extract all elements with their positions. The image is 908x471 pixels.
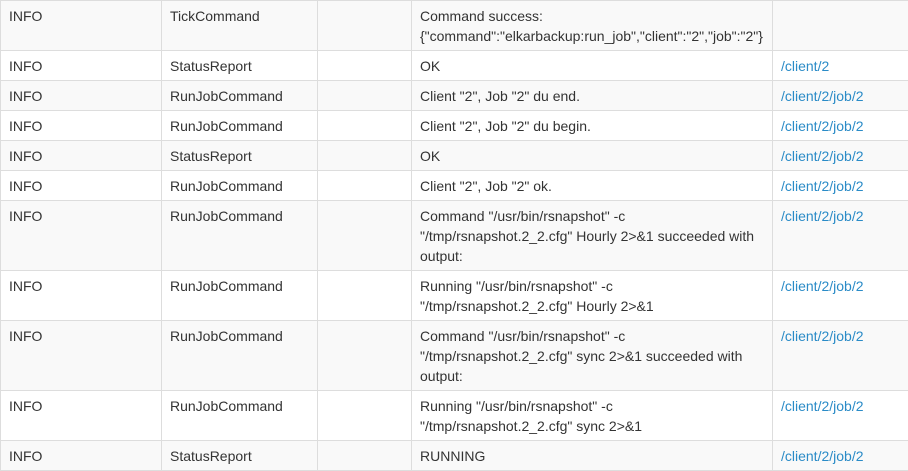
log-extra-cell <box>318 391 412 441</box>
log-level-cell: INFO <box>1 141 162 171</box>
log-message-line: "/tmp/rsnapshot.2_2.cfg" sync 2>&1 succe… <box>420 346 764 366</box>
log-extra-cell <box>318 111 412 141</box>
log-message-line: Client "2", Job "2" du begin. <box>420 116 764 136</box>
log-message-cell: Client "2", Job "2" du begin. <box>412 111 773 141</box>
log-message-line: Command "/usr/bin/rsnapshot" -c <box>420 326 764 346</box>
log-level-cell: INFO <box>1 171 162 201</box>
log-source-cell: StatusReport <box>162 141 318 171</box>
log-source-cell: RunJobCommand <box>162 81 318 111</box>
log-message-cell: Command "/usr/bin/rsnapshot" -c"/tmp/rsn… <box>412 201 773 271</box>
log-message-line: Running "/usr/bin/rsnapshot" -c <box>420 396 764 416</box>
log-link-cell: /client/2/job/2 <box>773 111 908 141</box>
log-extra-cell <box>318 441 412 471</box>
log-message-line: output: <box>420 246 764 266</box>
log-extra-cell <box>318 81 412 111</box>
log-link-cell: /client/2 <box>773 51 908 81</box>
log-link[interactable]: /client/2/job/2 <box>781 328 864 344</box>
log-extra-cell <box>318 1 412 51</box>
log-message-line: "/tmp/rsnapshot.2_2.cfg" sync 2>&1 <box>420 416 764 436</box>
log-level-cell: INFO <box>1 201 162 271</box>
log-level-cell: INFO <box>1 81 162 111</box>
log-link[interactable]: /client/2/job/2 <box>781 398 864 414</box>
log-source-cell: RunJobCommand <box>162 111 318 141</box>
log-extra-cell <box>318 201 412 271</box>
log-message-cell: Running "/usr/bin/rsnapshot" -c"/tmp/rsn… <box>412 391 773 441</box>
log-extra-cell <box>318 271 412 321</box>
log-link-cell: /client/2/job/2 <box>773 391 908 441</box>
log-link-cell: /client/2/job/2 <box>773 321 908 391</box>
log-source-cell: RunJobCommand <box>162 171 318 201</box>
log-message-line: Client "2", Job "2" ok. <box>420 176 764 196</box>
log-message-cell: Command success:{"command":"elkarbackup:… <box>412 1 773 51</box>
log-link-cell: /client/2/job/2 <box>773 201 908 271</box>
log-source-cell: RunJobCommand <box>162 271 318 321</box>
log-level-cell: INFO <box>1 111 162 141</box>
log-link[interactable]: /client/2/job/2 <box>781 278 864 294</box>
log-message-line: "/tmp/rsnapshot.2_2.cfg" Hourly 2>&1 suc… <box>420 226 764 246</box>
log-message-line: "/tmp/rsnapshot.2_2.cfg" Hourly 2>&1 <box>420 296 764 316</box>
log-extra-cell <box>318 51 412 81</box>
log-source-cell: StatusReport <box>162 51 318 81</box>
log-message-cell: Command "/usr/bin/rsnapshot" -c"/tmp/rsn… <box>412 321 773 391</box>
log-source-cell: StatusReport <box>162 441 318 471</box>
log-message-cell: OK <box>412 51 773 81</box>
log-message-cell: RUNNING <box>412 441 773 471</box>
log-message-cell: Client "2", Job "2" du end. <box>412 81 773 111</box>
log-extra-cell <box>318 171 412 201</box>
log-message-line: OK <box>420 146 764 166</box>
log-message-line: Running "/usr/bin/rsnapshot" -c <box>420 276 764 296</box>
log-link-cell: /client/2/job/2 <box>773 441 908 471</box>
log-message-line: RUNNING <box>420 446 764 466</box>
log-level-cell: INFO <box>1 1 162 51</box>
log-link-cell: /client/2/job/2 <box>773 171 908 201</box>
log-source-cell: RunJobCommand <box>162 201 318 271</box>
log-extra-cell <box>318 321 412 391</box>
log-message-line: Command success: <box>420 6 764 26</box>
log-source-cell: TickCommand <box>162 1 318 51</box>
log-link-cell: /client/2/job/2 <box>773 81 908 111</box>
log-message-line: {"command":"elkarbackup:run_job","client… <box>420 26 764 46</box>
log-link[interactable]: /client/2/job/2 <box>781 88 864 104</box>
log-link-cell: /client/2/job/2 <box>773 271 908 321</box>
log-link[interactable]: /client/2/job/2 <box>781 118 864 134</box>
log-message-line: Command "/usr/bin/rsnapshot" -c <box>420 206 764 226</box>
log-level-cell: INFO <box>1 321 162 391</box>
log-link-cell <box>773 1 908 51</box>
log-level-cell: INFO <box>1 391 162 441</box>
log-link[interactable]: /client/2/job/2 <box>781 208 864 224</box>
log-message-line: OK <box>420 56 764 76</box>
log-message-cell: OK <box>412 141 773 171</box>
log-link-cell: /client/2/job/2 <box>773 141 908 171</box>
log-message-cell: Client "2", Job "2" ok. <box>412 171 773 201</box>
log-source-cell: RunJobCommand <box>162 391 318 441</box>
log-link[interactable]: /client/2/job/2 <box>781 448 864 464</box>
log-level-cell: INFO <box>1 441 162 471</box>
log-link[interactable]: /client/2/job/2 <box>781 178 864 194</box>
log-link[interactable]: /client/2/job/2 <box>781 148 864 164</box>
log-link[interactable]: /client/2 <box>781 58 829 74</box>
log-message-line: output: <box>420 366 764 386</box>
log-source-cell: RunJobCommand <box>162 321 318 391</box>
log-message-line: Client "2", Job "2" du end. <box>420 86 764 106</box>
log-level-cell: INFO <box>1 51 162 81</box>
log-message-cell: Running "/usr/bin/rsnapshot" -c"/tmp/rsn… <box>412 271 773 321</box>
log-level-cell: INFO <box>1 271 162 321</box>
log-extra-cell <box>318 141 412 171</box>
